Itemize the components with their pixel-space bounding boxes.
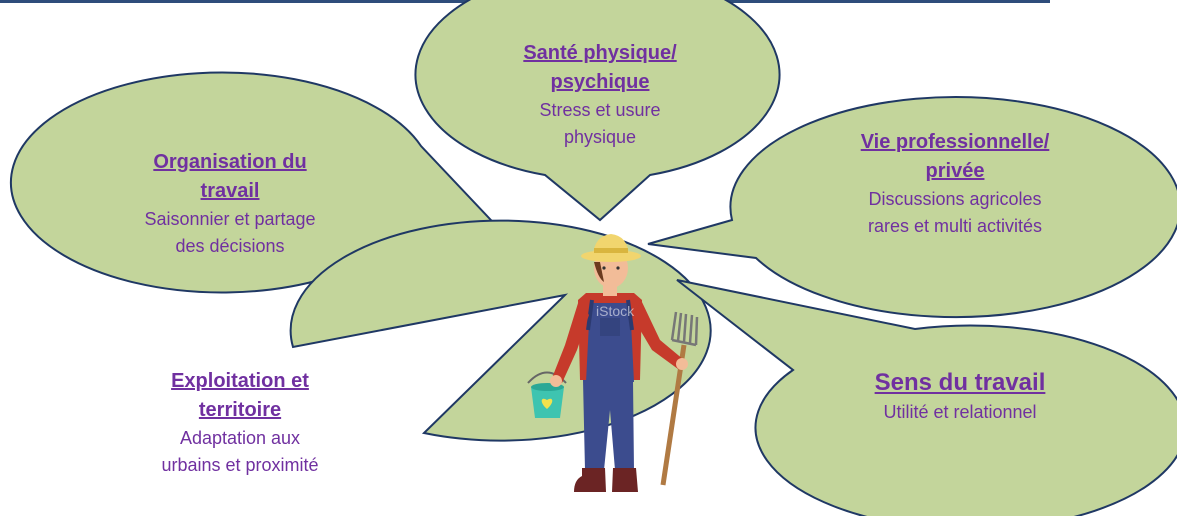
bubble-sante-sub-line2: physique <box>563 127 637 147</box>
bubble-sante: Santé physique/ psychique Stress et usur… <box>455 39 745 151</box>
bubble-organisation-title-line2: travail <box>200 180 260 202</box>
bubble-vie-sub-line2: rares et multi activités <box>867 216 1043 236</box>
bubble-exploitation-sub-line2: urbains et proximité <box>161 455 319 475</box>
callout-bubble-sens <box>676 279 1177 516</box>
bubble-vie-sub-line1: Discussions agricoles <box>868 189 1042 209</box>
bubble-organisation-sub-line1: Saisonnier et partage <box>144 209 316 229</box>
bubble-organisation: Organisation du travail Saisonnier et pa… <box>80 148 380 260</box>
bubble-vie-title-line1: Vie professionnelle/ <box>860 131 1050 153</box>
bubble-exploitation-title-line1: Exploitation et <box>171 370 309 392</box>
bubble-organisation-sub-line2: des décisions <box>175 236 285 256</box>
bubble-exploitation-title-line2: territoire <box>198 399 282 421</box>
callout-bubble-sante <box>414 0 781 222</box>
bubble-sens-sub: Utilité et relationnel <box>883 402 1037 422</box>
bubble-sante-title-line2: psychique <box>550 71 650 93</box>
bubble-exploitation-sub-line1: Adaptation aux <box>179 428 301 448</box>
bubble-exploitation: Exploitation et territoire Adaptation au… <box>100 367 380 479</box>
bubble-sante-title-line1: Santé physique/ <box>523 42 677 64</box>
bubble-sante-sub-line1: Stress et usure <box>539 100 661 120</box>
callout-bubble-vie <box>647 96 1177 319</box>
bubble-vie: Vie professionnelle/ privée Discussions … <box>805 128 1105 240</box>
bubble-sens-title: Sens du travail <box>874 369 1046 396</box>
bubble-organisation-title-line1: Organisation du <box>153 151 307 173</box>
watermark-text: iStock <box>596 303 635 319</box>
farmer-illustration <box>527 234 699 492</box>
bubble-vie-title-line2: privée <box>925 160 985 182</box>
bubble-sens: Sens du travail Utilité et relationnel <box>810 367 1110 426</box>
